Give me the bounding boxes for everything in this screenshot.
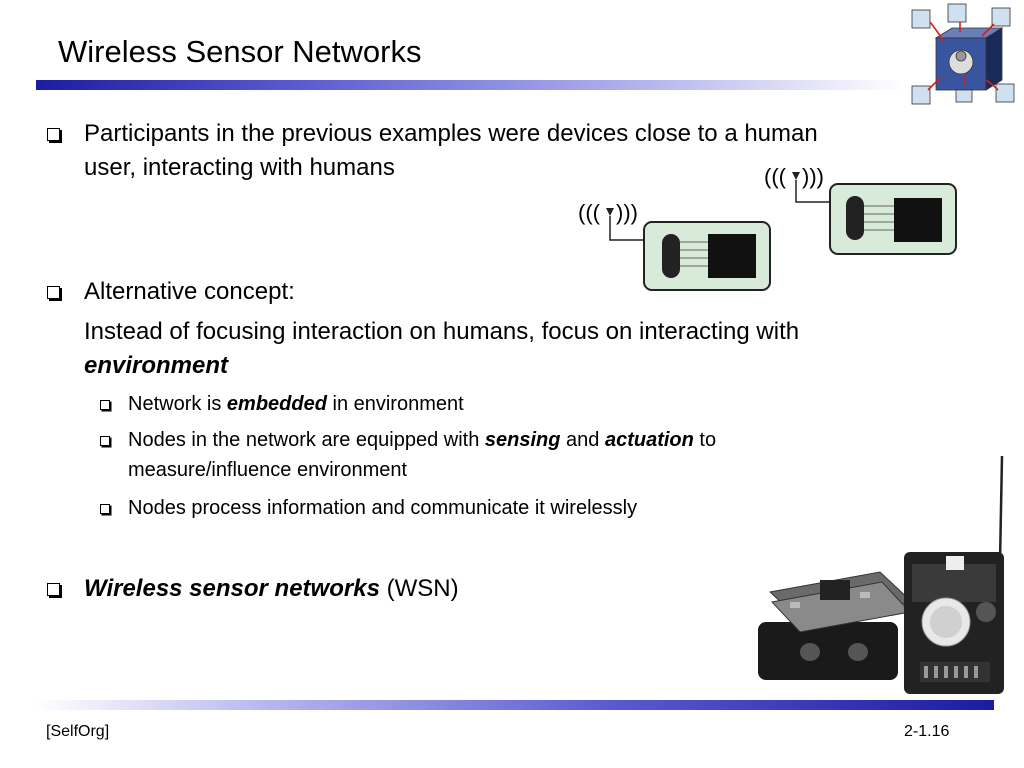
footer-bar bbox=[36, 700, 994, 710]
title-underline-bar bbox=[36, 80, 904, 90]
slide-title: Wireless Sensor Networks bbox=[58, 34, 422, 69]
network-cubes-logo bbox=[911, 3, 1015, 105]
svg-text:))): ))) bbox=[802, 164, 824, 189]
footer-source: [SelfOrg] bbox=[46, 723, 110, 740]
svg-text:(((: ((( bbox=[764, 164, 787, 189]
bullet-alternative-concept: Alternative concept: bbox=[84, 278, 295, 305]
sensor-mote-photo bbox=[758, 455, 1004, 694]
svg-text:))): ))) bbox=[616, 200, 638, 225]
sensor-node-right: ((( ))) bbox=[764, 164, 957, 255]
sub-bullet-sensing-actuation: Nodes in the network are equipped with s… bbox=[128, 429, 717, 481]
sub-bullet-square bbox=[100, 504, 110, 514]
bullet-square bbox=[47, 286, 60, 299]
svg-text:(((: ((( bbox=[578, 200, 601, 225]
sub-bullet-square bbox=[100, 400, 110, 410]
bullet-wsn: Wireless sensor networks (WSN) bbox=[84, 575, 459, 602]
paragraph-instead: Instead of focusing interaction on human… bbox=[84, 318, 800, 379]
bullet-participants: Participants in the previous examples we… bbox=[84, 120, 818, 181]
sub-bullet-embedded: Network is embedded in environment bbox=[128, 393, 464, 415]
sub-bullet-communicate: Nodes process information and communicat… bbox=[128, 497, 638, 519]
sub-bullet-square bbox=[100, 436, 110, 446]
bullet-square bbox=[47, 128, 60, 141]
slide-number: 2-1.16 bbox=[904, 723, 950, 740]
bullet-square bbox=[47, 583, 60, 596]
sensor-node-left: ((( ))) bbox=[578, 200, 771, 291]
sensor-nodes-diagram: ((( ))) ((( ))) bbox=[578, 164, 957, 291]
